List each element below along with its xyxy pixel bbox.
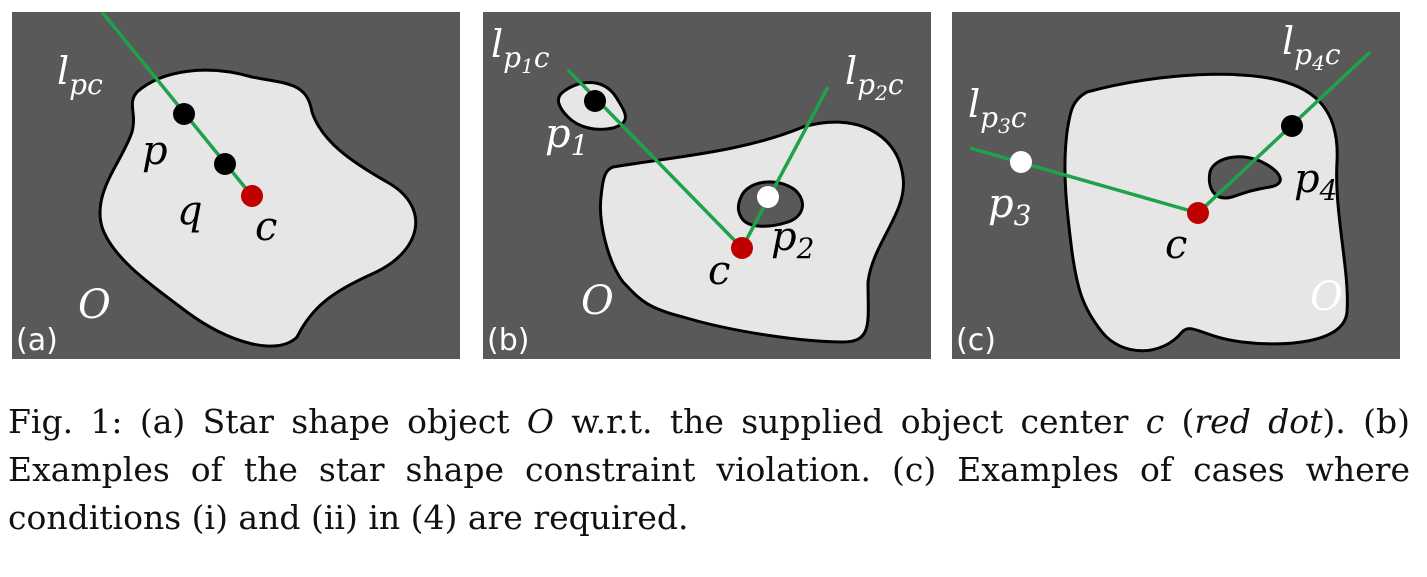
panel-c-illustration: lp3c lp4c p3 p4 c O (c) [952,12,1400,359]
panel-tag-c: (c) [956,323,996,358]
label-c: c [1165,222,1187,268]
object-label-O: O [1310,274,1343,320]
point-p4 [1281,115,1303,137]
label-p2: p2 [771,214,814,265]
caption-part2: w.r.t. the supplied object center [571,402,1129,441]
panel-c: lp3c lp4c p3 p4 c O (c) [952,12,1400,359]
label-p4: p4 [1294,156,1337,207]
panel-tag-a: (a) [16,323,58,358]
panel-tag-b: (b) [487,323,529,358]
point-p3 [1010,151,1032,173]
caption-paren: ( [1181,402,1195,441]
figure-caption: Fig. 1: (a) Star shape object O w.r.t. t… [8,398,1410,542]
ray-label-lp4c: lp4c [1282,19,1341,75]
ray-label-lp1c: lp1c [491,22,550,78]
caption-part1: (a) Star shape object [139,402,510,441]
label-c: c [708,248,730,294]
point-q [214,153,236,175]
label-p1: p1 [545,111,588,162]
caption-fig-number: Fig. 1: [8,402,123,441]
panel-a-illustration: lpc p q c O (a) [12,12,460,359]
panel-b: lp1c lp2c p1 p2 c O (b) [483,12,931,359]
caption-O: O [526,402,554,441]
ray-label-lpc: lpc [57,49,103,101]
point-p [173,103,195,125]
label-c: c [255,204,277,250]
center-c [241,185,263,207]
ray-lp2c [740,86,830,249]
point-p1 [584,90,606,112]
panel-a: lpc p q c O (a) [12,12,460,359]
label-q: q [177,188,203,234]
point-p2 [757,186,779,208]
object-label-O: O [581,278,614,324]
caption-part3: ). (b) Examples of the star shape constr… [8,402,1410,537]
ray-label-lp3c: lp3c [968,82,1027,138]
object-shape [98,68,418,348]
label-p3: p3 [988,181,1031,232]
panel-b-illustration: lp1c lp2c p1 p2 c O (b) [483,12,931,359]
figure: lpc p q c O (a) lp1c lp2c [12,12,1400,359]
center-c [731,237,753,259]
ray-lp3c [969,146,1199,215]
center-c [1187,202,1209,224]
object-label-O: O [78,282,111,328]
caption-red-dot: red dot [1194,402,1323,441]
label-p: p [142,128,168,174]
caption-c: c [1145,402,1165,441]
ray-label-lp2c: lp2c [845,49,904,105]
